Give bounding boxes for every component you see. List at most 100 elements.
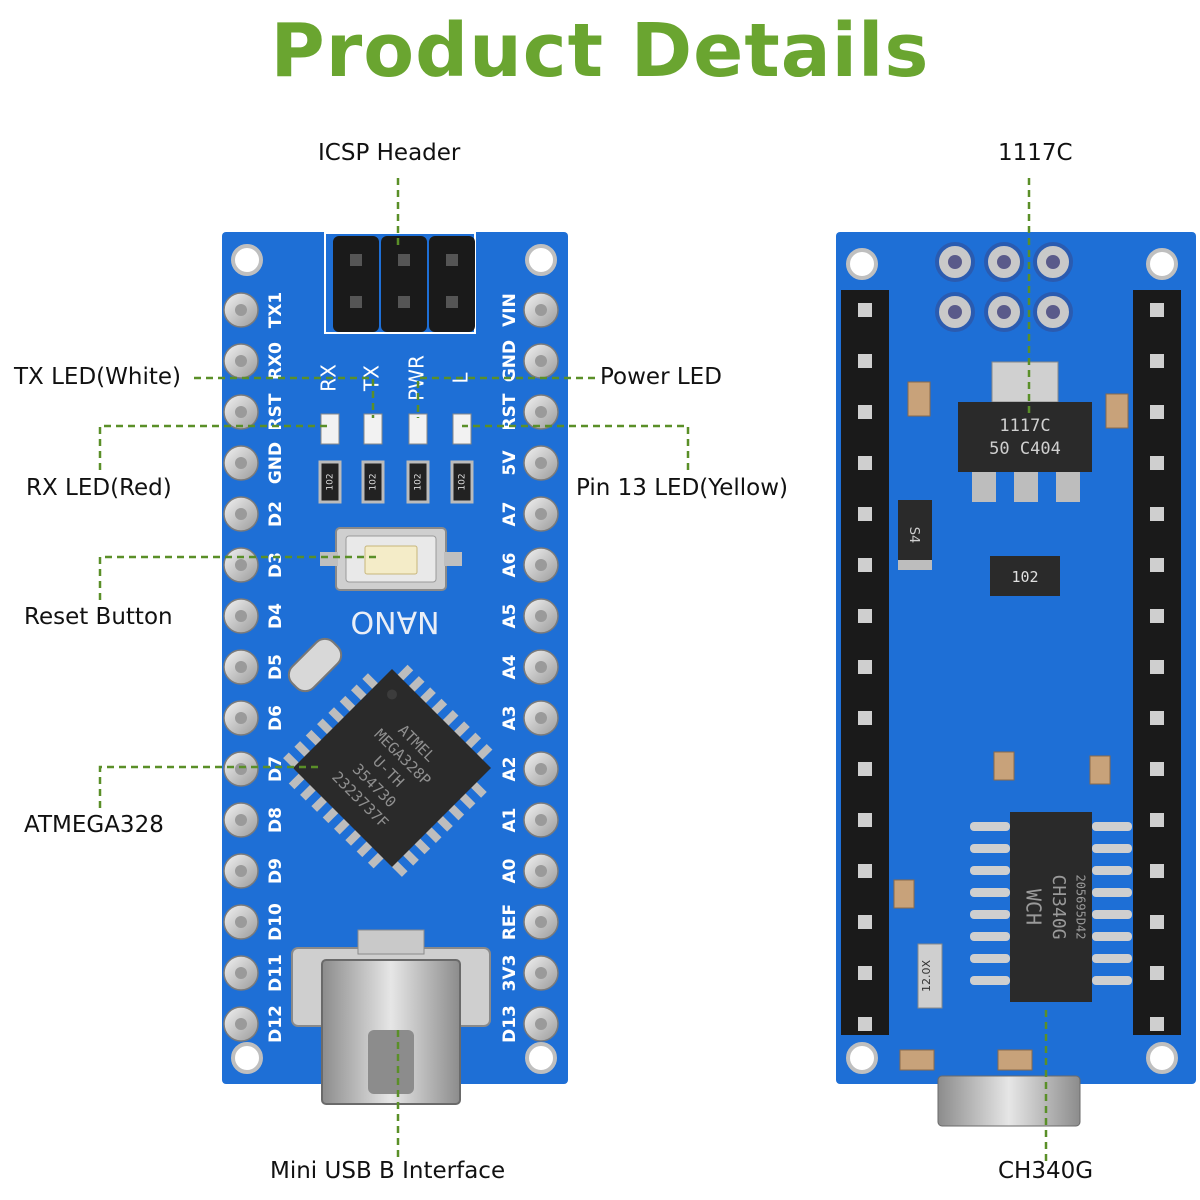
header-pin	[1150, 813, 1164, 827]
pin-hole	[235, 508, 247, 520]
chip-pin	[1092, 888, 1132, 897]
header-pin	[1150, 456, 1164, 470]
diode-text: S4	[906, 527, 921, 544]
pin-hole	[535, 661, 547, 673]
chip-pin	[970, 888, 1010, 897]
label-atmega328: ATMEGA328	[24, 812, 164, 838]
icsp-hole	[948, 305, 962, 319]
pin-hole	[235, 763, 247, 775]
chip-pin	[970, 976, 1010, 985]
pin-label-right: REF	[500, 904, 520, 940]
chip-pin	[970, 910, 1010, 919]
pin-hole	[535, 559, 547, 571]
pin-hole	[535, 508, 547, 520]
header-pin	[858, 405, 872, 419]
label-tx-led: TX LED(White)	[14, 364, 181, 390]
resistor-array: 102	[990, 556, 1060, 596]
label-mini-usb: Mini USB B Interface	[270, 1158, 506, 1184]
pin-label-right: A7	[500, 502, 520, 527]
header-pin	[858, 456, 872, 470]
pin-label-right: A1	[500, 808, 520, 833]
smd-led	[408, 413, 428, 445]
pin-label-left: D2	[266, 501, 286, 527]
pin-label-right: A4	[500, 654, 520, 679]
chip-pin	[1092, 822, 1132, 831]
pin-label-left: D10	[266, 903, 286, 941]
smd-resistor	[406, 460, 430, 504]
header-pin	[858, 558, 872, 572]
pin-label-left: D6	[266, 705, 286, 731]
pin-label-left: D12	[266, 1005, 286, 1043]
page-title: Product Details	[270, 8, 930, 94]
pin-hole	[535, 865, 547, 877]
label-1117c: 1117C	[998, 140, 1073, 166]
pin-hole	[235, 610, 247, 622]
regulator-text-2: 50 C404	[989, 439, 1061, 459]
chip-pin	[401, 848, 419, 866]
pin-hole	[235, 406, 247, 418]
regulator-text-1: 1117C	[999, 416, 1050, 436]
header-pin	[858, 507, 872, 521]
icsp-hole	[948, 255, 962, 269]
pin-hole	[235, 355, 247, 367]
pin-hole	[535, 967, 547, 979]
pin-label-right: 5V	[500, 450, 520, 476]
chip-marking: CH340G	[1048, 874, 1069, 939]
header-pin	[858, 762, 872, 776]
pin-hole	[535, 763, 547, 775]
pin-label-right: A6	[500, 553, 520, 578]
smd-capacitor	[1105, 393, 1129, 429]
header-pin	[1150, 507, 1164, 521]
pin-label-right: A5	[500, 604, 520, 629]
front-pcb	[222, 232, 568, 1084]
smd-capacitor	[1089, 755, 1111, 785]
label-power-led: Power LED	[600, 364, 722, 390]
header-pin	[858, 1017, 872, 1031]
header-pin	[858, 864, 872, 878]
label-rx-led: RX LED(Red)	[26, 475, 172, 501]
pin-hole	[535, 916, 547, 928]
pin-label-left: GND	[266, 442, 286, 484]
header-pin	[1150, 1017, 1164, 1031]
smd-capacitor	[997, 1049, 1033, 1071]
crystal-text: 12.0X	[920, 960, 933, 992]
header-pin	[1150, 405, 1164, 419]
header-pin	[858, 915, 872, 929]
chip-pin	[970, 954, 1010, 963]
header-pin	[1150, 354, 1164, 368]
pin-hole	[235, 661, 247, 673]
mount-hole	[231, 244, 263, 276]
pin-hole	[535, 814, 547, 826]
pin-hole	[235, 865, 247, 877]
header-pin	[1150, 303, 1164, 317]
smd-capacitor	[899, 1049, 935, 1071]
resistor-mark: 102	[414, 473, 424, 490]
smd-capacitor	[907, 381, 931, 417]
pin-hole	[535, 355, 547, 367]
resistor-array-text: 102	[1011, 568, 1038, 586]
icsp-hole	[997, 255, 1011, 269]
header-pin	[858, 303, 872, 317]
header-pin	[858, 813, 872, 827]
front-board: TX1RX0RSTGNDD2D3D4D5D6D7D8D9D10D11D12VIN…	[222, 232, 568, 1105]
pin-label-right: RST	[500, 393, 520, 430]
pin-label-left: D4	[266, 603, 286, 629]
smd-resistor	[361, 460, 385, 504]
pin-hole	[535, 406, 547, 418]
header-pin	[1150, 609, 1164, 623]
label-pin13-led: Pin 13 LED(Yellow)	[576, 475, 789, 501]
chip-pin	[1092, 866, 1132, 875]
pin-label-left: RX0	[266, 342, 286, 380]
pin-label-left: RST	[266, 393, 286, 430]
pin-label-right: A3	[500, 706, 520, 731]
chip-marking: WCH	[1022, 889, 1046, 925]
icsp-header	[324, 232, 476, 334]
chip-pin	[1092, 910, 1132, 919]
chip-marking: 205695D42	[1074, 874, 1088, 939]
pin-hole	[235, 559, 247, 571]
pin-hole	[235, 304, 247, 316]
leader-reset	[98, 555, 378, 600]
pin-label-right: VIN	[500, 293, 520, 327]
pin-label-left: D5	[266, 654, 286, 680]
